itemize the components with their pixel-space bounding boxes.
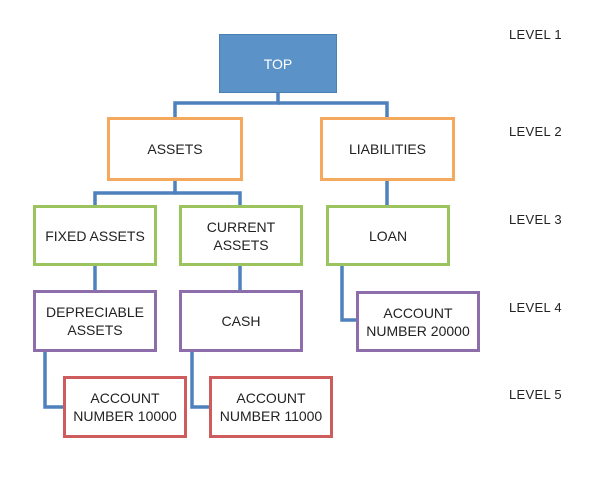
level-5-label: LEVEL 5 <box>509 387 562 402</box>
node-fixed-assets: FIXED ASSETS <box>33 205 157 266</box>
connector-depreciable-to-account-10000 <box>43 352 64 409</box>
connector-top-to-liabilities <box>278 101 389 117</box>
node-account-20000-label: ACCOUNT NUMBER 20000 <box>366 304 470 339</box>
node-current-assets: CURRENT ASSETS <box>179 205 303 266</box>
node-depreciable-assets: DEPRECIABLE ASSETS <box>33 290 157 352</box>
node-top-label: TOP <box>263 55 293 72</box>
node-liabilities: LIABILITIES <box>320 117 455 181</box>
connector-assets-to-fixed-assets <box>93 181 177 205</box>
level-2-label: LEVEL 2 <box>509 124 562 139</box>
connector-assets-to-current-assets <box>175 191 242 205</box>
level-1-label: LEVEL 1 <box>509 27 562 42</box>
node-depreciable-assets-label: DEPRECIABLE ASSETS <box>45 304 145 338</box>
node-assets-label: ASSETS <box>147 141 203 157</box>
connector-loan-to-account-20000 <box>340 266 358 322</box>
level-4-label: LEVEL 4 <box>509 300 562 315</box>
node-account-11000-label: ACCOUNT NUMBER 11000 <box>219 390 323 424</box>
node-loan: LOAN <box>326 205 450 266</box>
node-fixed-assets-label: FIXED ASSETS <box>45 227 145 244</box>
level-3-label: LEVEL 3 <box>509 212 562 227</box>
node-loan-label: LOAN <box>368 227 408 244</box>
node-account-11000: ACCOUNT NUMBER 11000 <box>209 376 333 438</box>
node-account-10000: ACCOUNT NUMBER 10000 <box>63 376 187 438</box>
node-cash-label: CASH <box>221 313 261 329</box>
node-cash: CASH <box>179 290 303 352</box>
node-current-assets-label: CURRENT ASSETS <box>206 218 276 253</box>
node-account-20000: ACCOUNT NUMBER 20000 <box>356 291 480 352</box>
node-liabilities-label: LIABILITIES <box>348 141 427 157</box>
connector-top-to-assets <box>173 93 280 117</box>
node-account-10000-label: ACCOUNT NUMBER 10000 <box>73 390 177 424</box>
connector-cash-to-account-11000 <box>190 352 210 409</box>
node-assets: ASSETS <box>107 117 243 181</box>
node-top: TOP <box>219 34 337 93</box>
